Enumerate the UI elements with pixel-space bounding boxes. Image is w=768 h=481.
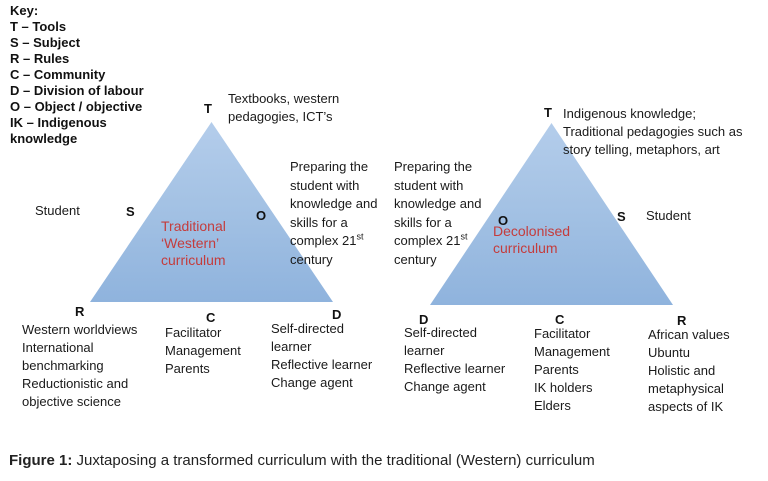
right-vertex-s: S: [617, 209, 626, 224]
left-vertex-c: C: [206, 310, 216, 325]
left-subject-note: Student: [35, 203, 80, 218]
left-vertex-d: D: [332, 307, 342, 322]
superscript-st: st: [460, 231, 468, 242]
left-vertex-o: O: [256, 208, 267, 223]
caption-label: Figure 1:: [9, 452, 73, 469]
figure-caption: Figure 1: Juxtaposing a transformed curr…: [9, 451, 595, 471]
left-center-title: Traditional‘Western’curriculum: [161, 218, 226, 268]
right-tools-note: Indigenous knowledge;Traditional pedagog…: [563, 106, 743, 157]
right-subject-note: Student: [646, 208, 691, 223]
key-title: Key:: [10, 3, 39, 18]
caption-text: Juxtaposing a transformed curriculum wit…: [72, 452, 595, 469]
right-vertex-r: R: [677, 313, 687, 328]
right-vertex-t: T: [544, 105, 552, 120]
right-vertex-d: D: [419, 312, 429, 327]
left-vertex-t: T: [204, 101, 212, 116]
superscript-st: st: [356, 231, 364, 242]
left-vertex-s: S: [126, 204, 135, 219]
right-object-note-last-line: century: [394, 251, 437, 267]
left-object-note-line-21st: complex 21st: [290, 231, 364, 248]
right-object-note-line-21st: complex 21st: [394, 231, 468, 248]
right-vertex-o: O: [498, 213, 509, 228]
right-vertex-c: C: [555, 312, 565, 327]
left-object-note-last-line: century: [290, 251, 333, 267]
left-vertex-r: R: [75, 304, 85, 319]
